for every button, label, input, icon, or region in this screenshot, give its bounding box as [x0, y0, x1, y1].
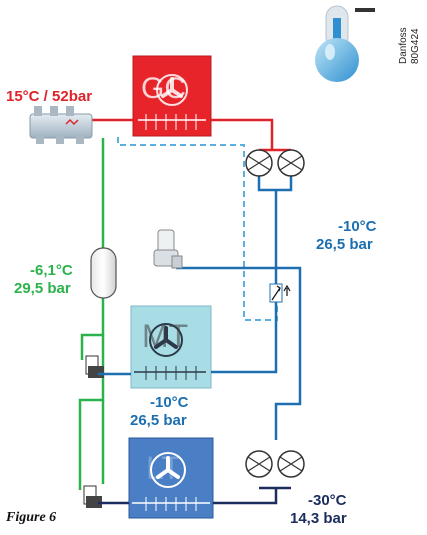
lt-compressor-pair: [245, 450, 305, 478]
brand-code: 80G424: [410, 28, 421, 64]
mt-solenoid-valve: [85, 355, 131, 378]
mt-evap-pressure-label: 26,5 bar: [130, 412, 187, 429]
gc-abbrev: GC: [141, 72, 186, 105]
gc-state-label: 15°C / 52bar: [6, 88, 93, 105]
bypass-gas-valve: [153, 229, 183, 269]
thermometer-icon: [315, 5, 375, 82]
mt-evaporator-unit: [130, 305, 212, 389]
figure-caption: Figure 6: [6, 510, 57, 525]
hp-valve-block: [29, 106, 93, 144]
liquid-line: [78, 138, 105, 490]
lt-suction-line: [213, 486, 291, 505]
lt-pressure-label: 14,3 bar: [290, 510, 347, 527]
receiver-pressure-label: 29,5 bar: [14, 280, 71, 297]
lt-temp-label: -30°C: [308, 492, 347, 509]
mt-suction-temp-label: -10°C: [338, 218, 377, 235]
receiver-temp-label: -6,1°C: [30, 262, 73, 279]
receiver-tank: [90, 247, 117, 299]
lt-abbrev: LT: [146, 450, 181, 486]
check-valve: [269, 283, 291, 303]
lt-solenoid-valve: [83, 485, 129, 508]
mt-compressor-pair: [245, 149, 305, 177]
brand-name: Danfoss: [398, 27, 409, 64]
lt-evaporator-unit: [128, 437, 214, 519]
high-pressure-line: [90, 118, 291, 152]
mt-suction-pressure-label: 26,5 bar: [316, 236, 373, 253]
mt-abbrev: MT: [142, 318, 189, 354]
mt-suction-line: [176, 176, 302, 440]
gas-cooler-unit: [132, 55, 212, 137]
mt-evap-temp-label: -10°C: [150, 394, 189, 411]
